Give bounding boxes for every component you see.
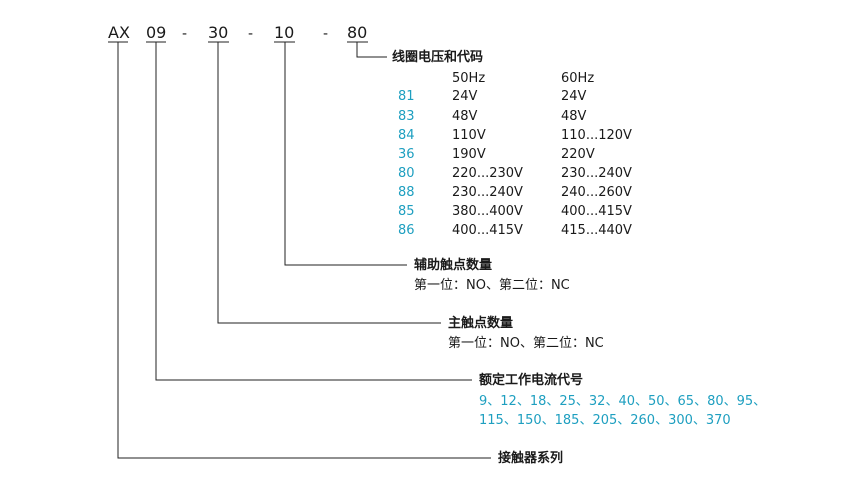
voltage-50hz: 380...400V: [452, 204, 523, 219]
voltage-60hz: 415...440V: [561, 223, 632, 238]
voltage-60hz: 230...240V: [561, 166, 632, 181]
code-part-coil: 80: [347, 23, 368, 42]
leader-current: [155, 42, 472, 381]
code-part-series: AX: [108, 23, 130, 42]
voltage-60hz: 24V: [561, 89, 587, 104]
rated-current-title: 额定工作电流代号: [479, 373, 584, 388]
main-contacts-title: 主触点数量: [448, 316, 514, 331]
leader-series: [117, 42, 491, 459]
voltage-50hz: 230...240V: [452, 185, 523, 200]
voltage-60hz: 48V: [561, 109, 587, 124]
rated-current-values-line2: 115、150、185、205、260、300、370: [479, 413, 731, 428]
leader-aux: [284, 42, 407, 266]
main-contacts-desc: 第一位：NO、第二位：NC: [448, 336, 604, 351]
voltage-60hz: 220V: [561, 147, 595, 162]
coil-code: 84: [398, 128, 415, 143]
aux-contacts-desc: 第一位：NO、第二位：NC: [414, 278, 570, 293]
coil-code: 86: [398, 223, 415, 238]
table-row: 86 400...415V 415...440V: [0, 224, 860, 242]
table-row: 80 220...230V 230...240V: [0, 167, 860, 185]
code-separator: -: [323, 26, 329, 42]
coil-code: 80: [398, 166, 415, 181]
coil-code: 81: [398, 89, 415, 104]
voltage-50hz: 190V: [452, 147, 486, 162]
leader-main: [217, 42, 441, 324]
rated-current-values-line1: 9、12、18、25、32、40、50、65、80、95、: [479, 394, 767, 409]
coil-title: 线圈电压和代码: [392, 50, 484, 65]
coil-header-60hz: 60Hz: [561, 71, 595, 86]
voltage-60hz: 400...415V: [561, 204, 632, 219]
table-row: 88 230...240V 240...260V: [0, 186, 860, 204]
voltage-60hz: 110...120V: [561, 128, 632, 143]
voltage-50hz: 48V: [452, 109, 478, 124]
table-row: 85 380...400V 400...415V: [0, 205, 860, 223]
code-separator: -: [182, 26, 188, 42]
coil-header-50hz: 50Hz: [452, 71, 486, 86]
leader-coil: [356, 42, 387, 58]
voltage-60hz: 240...260V: [561, 185, 632, 200]
code-part-main-contacts: 30: [208, 23, 229, 42]
coil-code: 88: [398, 185, 415, 200]
table-row: 83 48V 48V: [0, 110, 860, 128]
aux-contacts-title: 辅助触点数量: [414, 258, 493, 273]
contactor-series-title: 接触器系列: [498, 451, 564, 466]
code-part-aux-contacts: 10: [274, 23, 295, 42]
voltage-50hz: 24V: [452, 89, 478, 104]
table-row: 84 110V 110...120V: [0, 129, 860, 147]
voltage-50hz: 400...415V: [452, 223, 523, 238]
table-row: 81 24V 24V: [0, 90, 860, 108]
voltage-50hz: 110V: [452, 128, 486, 143]
coil-code: 83: [398, 109, 415, 124]
coil-code: 36: [398, 147, 415, 162]
voltage-50hz: 220...230V: [452, 166, 523, 181]
code-separator: -: [248, 26, 254, 42]
code-part-current: 09: [146, 23, 167, 42]
table-row: 36 190V 220V: [0, 148, 860, 166]
coil-code: 85: [398, 204, 415, 219]
